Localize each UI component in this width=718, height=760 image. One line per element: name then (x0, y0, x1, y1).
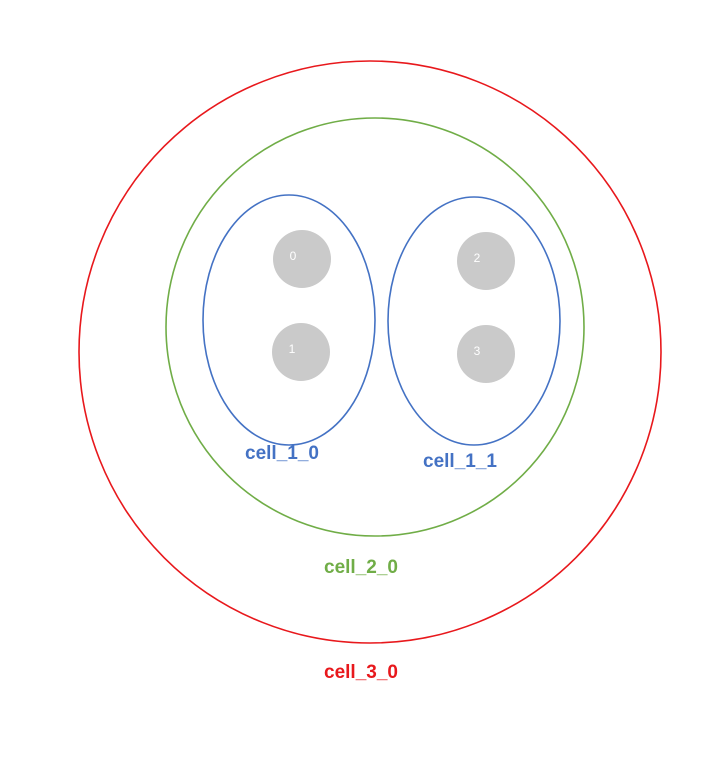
cell-1-1-boundary (387, 196, 561, 446)
node-1-label: 1 (289, 342, 296, 356)
node-2-label: 2 (474, 251, 481, 265)
node-2-circle (457, 232, 515, 290)
node-3: 3 (457, 325, 515, 383)
node-2: 2 (457, 232, 515, 290)
node-0: 0 (273, 230, 331, 288)
node-1: 1 (272, 323, 330, 381)
cell-3-0-label: cell_3_0 (324, 662, 398, 683)
node-3-circle (457, 325, 515, 383)
node-1-circle (272, 323, 330, 381)
cell-1-1-label: cell_1_1 (423, 451, 497, 472)
cell-1-0-boundary (202, 194, 376, 446)
cell-2-0-boundary (165, 117, 585, 537)
cell-3-0-boundary (78, 60, 662, 644)
node-0-label: 0 (290, 249, 297, 263)
cell-1-0-label: cell_1_0 (245, 443, 319, 464)
node-3-label: 3 (474, 344, 481, 358)
cell-2-0-label: cell_2_0 (324, 557, 398, 578)
node-0-circle (273, 230, 331, 288)
